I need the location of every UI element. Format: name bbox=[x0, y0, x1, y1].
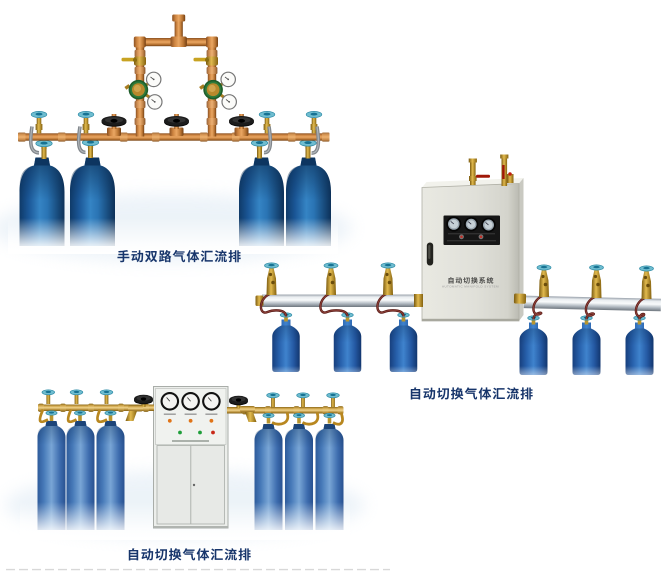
svg-text:AUTOMATIC MANIFOLD SYSTEM: AUTOMATIC MANIFOLD SYSTEM bbox=[442, 285, 499, 289]
